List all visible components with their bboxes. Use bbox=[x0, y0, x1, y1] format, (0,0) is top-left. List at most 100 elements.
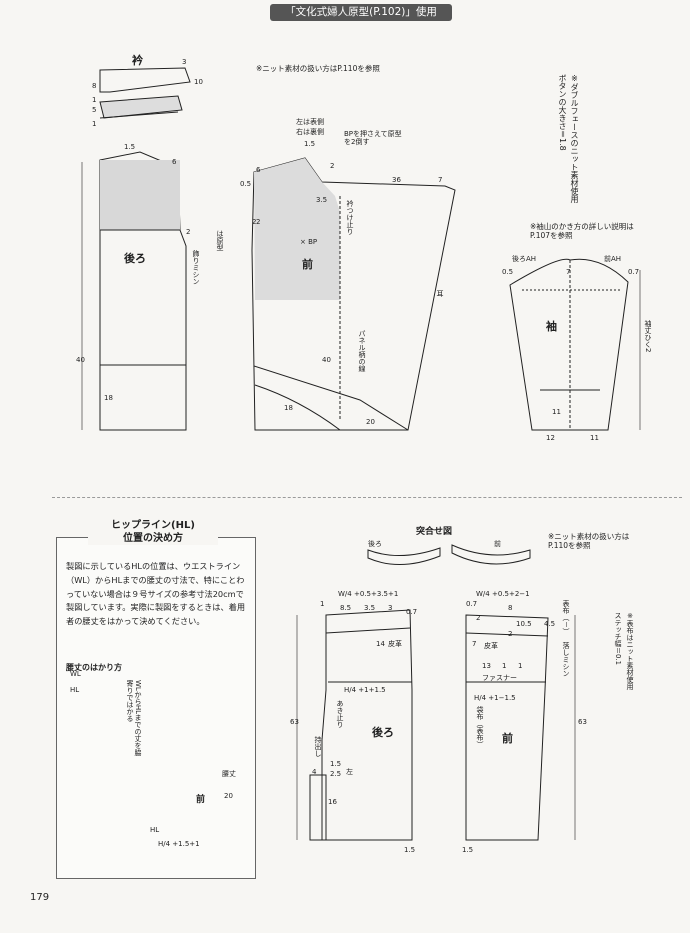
skirt-knit-note: ※ニット素材の扱い方はP.110を参照 bbox=[548, 532, 630, 550]
hipline-title-2: 位置の決め方 bbox=[123, 533, 183, 544]
back-hip-formula: H/4 +1+1.5 bbox=[344, 686, 386, 694]
back-bodice-outline bbox=[99, 151, 187, 431]
front-dim: 2 bbox=[330, 162, 335, 170]
skirt-back-note: あき止り bbox=[336, 700, 344, 728]
section-divider bbox=[52, 497, 682, 498]
sleeve-dim: 後ろAH bbox=[512, 255, 537, 263]
front-dim: 1.5 bbox=[304, 140, 316, 148]
skirt-front-dim: 2 bbox=[476, 614, 481, 622]
sleeve-dim: 0.5 bbox=[502, 268, 514, 276]
skirt-front-dim: 1 bbox=[518, 662, 523, 670]
skirt-back-note: 持出し bbox=[314, 736, 322, 757]
skirt-front-dim: 0.7 bbox=[466, 600, 478, 608]
back-label: 後ろ bbox=[124, 252, 146, 265]
skirt-back-top-label: 後ろ bbox=[368, 540, 382, 548]
skirt-fabric-note: ※表布はニット素材使用 bbox=[626, 612, 634, 690]
measure-note: WLからHLまでの丈を脇寄りではかる bbox=[126, 680, 142, 756]
front-waist-formula: W/4 +0.5+2−1 bbox=[476, 590, 530, 598]
skirt-front-top-label: 前 bbox=[494, 540, 501, 548]
front-dim: 40 bbox=[322, 356, 331, 364]
skirt-front-dim: 4.5 bbox=[544, 620, 556, 628]
page-number: 179 bbox=[30, 892, 50, 903]
stitch-width-note: ステッチ幅＝0.1 bbox=[614, 612, 622, 666]
skirt-title: 突合せ図 bbox=[416, 527, 453, 537]
collar-dim: 5 bbox=[92, 106, 97, 114]
sleeve-dim: 12 bbox=[546, 434, 555, 442]
collar-dim: 1 bbox=[92, 96, 97, 104]
section-tag: 「文化式婦人原型(P.102)」使用 bbox=[270, 4, 452, 21]
back-dim: 40 bbox=[76, 356, 85, 364]
fabric-note: ※ダブルフェースのニット素材使用 bbox=[570, 74, 579, 203]
button-size-note: ボタンの大きさ＝1.8 bbox=[558, 74, 567, 151]
front-note: パネル柄の線 bbox=[358, 330, 366, 372]
skirt-back-dim: 1.5 bbox=[404, 846, 416, 854]
hipline-title: ヒップライン(HL) 位置の決め方 bbox=[88, 519, 218, 545]
front-skirt-outline bbox=[465, 614, 549, 841]
front-dim: 18 bbox=[284, 404, 293, 412]
sleeve-label: 袖 bbox=[546, 320, 557, 333]
sleeve-dim: 7 bbox=[566, 268, 571, 276]
sleeve-dim: 11 bbox=[590, 434, 599, 442]
waist-label: 腰丈 bbox=[222, 770, 236, 778]
collar-label: 衿 bbox=[132, 54, 143, 67]
skirt-back-note: 左 bbox=[346, 768, 353, 776]
skirt-front-dim: 1.5 bbox=[462, 846, 474, 854]
front-note: 右は裏側 bbox=[296, 128, 324, 136]
sleeve-outline bbox=[509, 258, 629, 431]
skirt-back-dim: 1 bbox=[320, 600, 325, 608]
skirt-front-dim: 8 bbox=[508, 604, 513, 612]
skirt-front-note: ファスナー bbox=[482, 674, 517, 682]
skirt-front-dim: 2 bbox=[508, 630, 513, 638]
front-dim: 2 bbox=[252, 218, 257, 226]
front-dim: 36 bbox=[392, 176, 401, 184]
hip-front-label: 前 bbox=[196, 795, 206, 805]
front-dim: 2 bbox=[256, 218, 261, 226]
hip-hl-label: HL bbox=[150, 826, 160, 834]
skirt-front-label: 前 bbox=[502, 732, 513, 745]
collar-outline bbox=[99, 67, 191, 93]
skirt-back-dim: 2.5 bbox=[330, 770, 342, 778]
skirt-front-dim: 7 bbox=[472, 640, 477, 648]
sleeve-dim: 0.7 bbox=[628, 268, 640, 276]
collar-dim: 8 bbox=[92, 82, 97, 90]
skirt-front-note: 落しミシン bbox=[562, 642, 570, 677]
skirt-front-note: 表布（－） bbox=[562, 600, 570, 635]
waist-value: 20 bbox=[224, 792, 233, 800]
skirt-back-dim: 1.5 bbox=[330, 760, 342, 768]
hipline-text: 製図に示しているHLの位置は、ウエストライン（WL）からHLまでの腰丈の寸法で、… bbox=[66, 561, 246, 627]
front-note: 左は表側 bbox=[296, 118, 324, 126]
knit-note: ※ニット素材の扱い方はP.110を参照 bbox=[256, 64, 380, 73]
sleeve-dim: 前AH bbox=[604, 255, 622, 263]
front-note: 衿つけ止り bbox=[346, 200, 354, 235]
sleeve-note: ※袖山のかき方の詳しい説明はP.107を参照 bbox=[530, 222, 634, 240]
skirt-front-dim: 1 bbox=[502, 662, 507, 670]
skirt-back-note: 皮革 bbox=[388, 640, 402, 648]
front-note: BPを押さえて原型を2倒す bbox=[344, 130, 402, 146]
skirt-back-label: 後ろ bbox=[372, 726, 394, 739]
back-dim: 6 bbox=[172, 158, 177, 166]
template-note: は原型 bbox=[216, 230, 224, 251]
back-skirt-outline bbox=[321, 609, 413, 841]
collar-dim: 10 bbox=[194, 78, 203, 86]
skirt-back-dim: 3.5 bbox=[364, 604, 376, 612]
skirt-back-dim: 63 bbox=[290, 718, 299, 726]
front-hip-formula: H/4 +1−1.5 bbox=[474, 694, 516, 702]
back-dim: 18 bbox=[104, 394, 113, 402]
front-note: 耳 bbox=[436, 290, 444, 297]
sleeve-length-label: 袖丈ひく2 bbox=[644, 320, 652, 353]
measure-title: 腰丈のはかり方 bbox=[66, 663, 122, 672]
hipline-title-1: ヒップライン(HL) bbox=[111, 520, 195, 531]
skirt-back-dim: 0.7 bbox=[406, 608, 418, 616]
skirt-back-dim: 8.5 bbox=[340, 604, 352, 612]
skirt-front-dim: 63 bbox=[578, 718, 587, 726]
hipline-box bbox=[56, 537, 256, 879]
sleeve-dim: 11 bbox=[552, 408, 561, 416]
skirt-back-dim: 4 bbox=[312, 768, 317, 776]
front-dim: 0.5 bbox=[240, 180, 252, 188]
skirt-front-dim: 13 bbox=[482, 662, 491, 670]
collar-dim: 1 bbox=[92, 120, 97, 128]
front-label: 前 bbox=[302, 258, 313, 271]
back-dim: 1.5 bbox=[124, 143, 136, 151]
skirt-back-dim: 14 bbox=[376, 640, 385, 648]
